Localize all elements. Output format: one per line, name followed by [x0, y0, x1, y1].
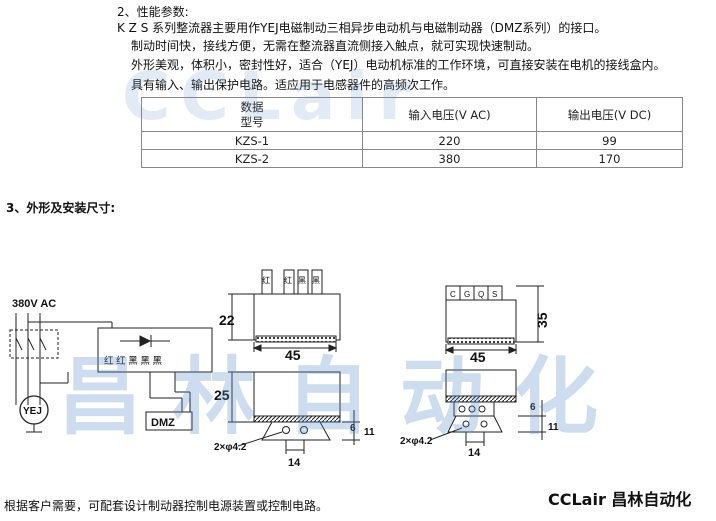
terminal-labels: 红 红 黑 黑 黑	[104, 355, 163, 367]
dim-side-width: 45	[470, 349, 486, 365]
spec-line-4: 具有输入、输出保护电路。适应用于电感器件的高频次工作。	[131, 78, 456, 92]
table-row: KZS-2 380 170	[141, 149, 683, 168]
side-terminal-label: C	[450, 290, 456, 299]
dim-side-six: 6	[530, 402, 536, 413]
spec-table: 数据 型号 输入电压(V AC) 输出电压(V DC) KZS-1 220 99…	[141, 97, 683, 168]
header-data-label: 数据	[240, 99, 264, 114]
header-model-label: 型号	[240, 114, 264, 129]
top-terminal-label: 黑	[312, 276, 320, 285]
dim-bottom-width: 14	[288, 457, 301, 469]
side-terminal-label: G	[464, 290, 470, 299]
side-holes-label: 2×φ4.2	[400, 436, 433, 447]
table-cell-model: KZS-2	[141, 149, 363, 168]
table-header-model: 数据 型号	[141, 97, 363, 132]
supply-label: 380V AC	[12, 298, 56, 310]
spec-line-3: 外形美观，体积小，密封性好，适合（YEJ）电动机标准的工作环境，可直接安装在电机…	[131, 58, 666, 72]
dim-front-height: 22	[219, 312, 235, 328]
dim-side-height: 35	[534, 312, 550, 328]
dim-bottom-eleven: 11	[364, 427, 375, 438]
footer-note: 根据客户需要，可配套设计制动器控制电源装置或控制电路。	[4, 499, 329, 513]
front-view: 红 红 黑 黑 22 45	[219, 269, 341, 363]
table-cell-output: 170	[536, 149, 683, 168]
holes-label: 2×φ4.2	[214, 442, 247, 453]
spec-line-1: K Z S 系列整流器主要用作YEJ电磁制动三相异步电动机与电磁制动器（DMZ系…	[117, 21, 607, 35]
spec-line-2: 制动时间快，接线方便，无需在整流器直流侧接入触点，就可实现快速制动。	[131, 39, 540, 53]
top-terminal-label: 黑	[298, 276, 306, 285]
dim-bottom-six: 6	[350, 423, 356, 434]
top-terminal-label: 红	[262, 275, 270, 285]
brake-label: DMZ	[151, 417, 175, 429]
table-cell-input: 380	[362, 149, 537, 168]
side-terminal-label: Q	[478, 290, 484, 299]
wiring-diagram: 380V AC 红 红 黑 黑 黑 DMZ YEJ	[9, 298, 213, 433]
side-terminal-label: S	[492, 290, 497, 299]
table-cell-output: 99	[536, 131, 683, 150]
dim-side-bottom-width: 14	[468, 447, 481, 459]
section3-title: 3、外形及安装尺寸:	[6, 201, 116, 215]
side-view: C G Q S 35 45 6 11 14	[400, 285, 559, 459]
top-terminal-label: 红	[284, 275, 292, 285]
motor-label: YEJ	[23, 406, 42, 417]
table-header-input: 输入电压(V AC)	[362, 97, 537, 132]
dim-bottom-height: 25	[214, 387, 230, 403]
dim-front-width: 45	[285, 347, 301, 363]
section2-title: 2、性能参数:	[117, 5, 189, 19]
dim-side-eleven: 11	[548, 422, 559, 433]
footer-brand: CCLair 昌林自动化	[548, 490, 692, 509]
bottom-view: 25 6 11 14 2×φ4.2	[214, 371, 375, 469]
